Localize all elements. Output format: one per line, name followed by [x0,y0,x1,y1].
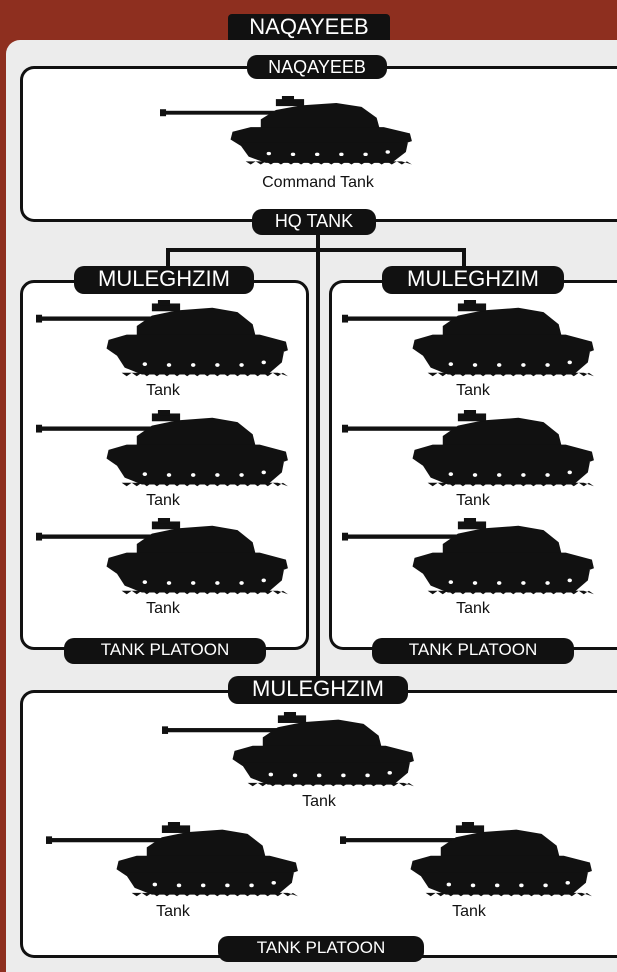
hq-header-text: NAQAYEEB [268,58,366,76]
tank-label: Tank [108,382,218,400]
tank-icon [162,712,424,788]
tank-label: Tank [108,492,218,510]
command-tank-label: Command Tank [230,174,406,192]
org-title-text: NAQAYEEB [249,16,368,38]
hq-footer-tag: HQ TANK [252,209,376,235]
tank-label: Tank [418,600,528,618]
tank-icon [340,822,602,898]
tank-label: Tank [418,492,528,510]
platoon-branch-line [166,248,466,252]
platoon-right-footer-text: TANK PLATOON [409,641,537,658]
org-title: NAQAYEEB [228,14,390,42]
tank-icon [342,410,604,488]
tank-label: Tank [264,793,374,811]
command-tank-icon [160,96,422,166]
platoon-left-footer-text: TANK PLATOON [101,641,229,658]
hq-trunk-line [316,230,320,680]
platoon-right-header-text: MULEGHZIM [407,268,539,290]
platoon-bottom-header-tag: MULEGHZIM [228,676,408,704]
tank-icon [342,300,604,378]
hq-footer-text: HQ TANK [275,212,353,230]
platoon-bottom-header-text: MULEGHZIM [252,678,384,700]
tank-icon [36,300,298,378]
platoon-right-header-tag: MULEGHZIM [382,266,564,294]
tank-label: Tank [418,382,528,400]
platoon-left-header-tag: MULEGHZIM [74,266,254,294]
platoon-left-footer-tag: TANK PLATOON [64,638,266,664]
tank-label: Tank [108,600,218,618]
platoon-right-footer-tag: TANK PLATOON [372,638,574,664]
hq-header-tag: NAQAYEEB [247,55,387,79]
tank-label: Tank [414,903,524,921]
tank-icon [342,518,604,596]
platoon-bottom-footer-text: TANK PLATOON [257,939,385,956]
tank-label: Tank [118,903,228,921]
tank-icon [36,410,298,488]
platoon-left-header-text: MULEGHZIM [98,268,230,290]
tank-icon [46,822,308,898]
platoon-bottom-footer-tag: TANK PLATOON [218,936,424,962]
tank-icon [36,518,298,596]
